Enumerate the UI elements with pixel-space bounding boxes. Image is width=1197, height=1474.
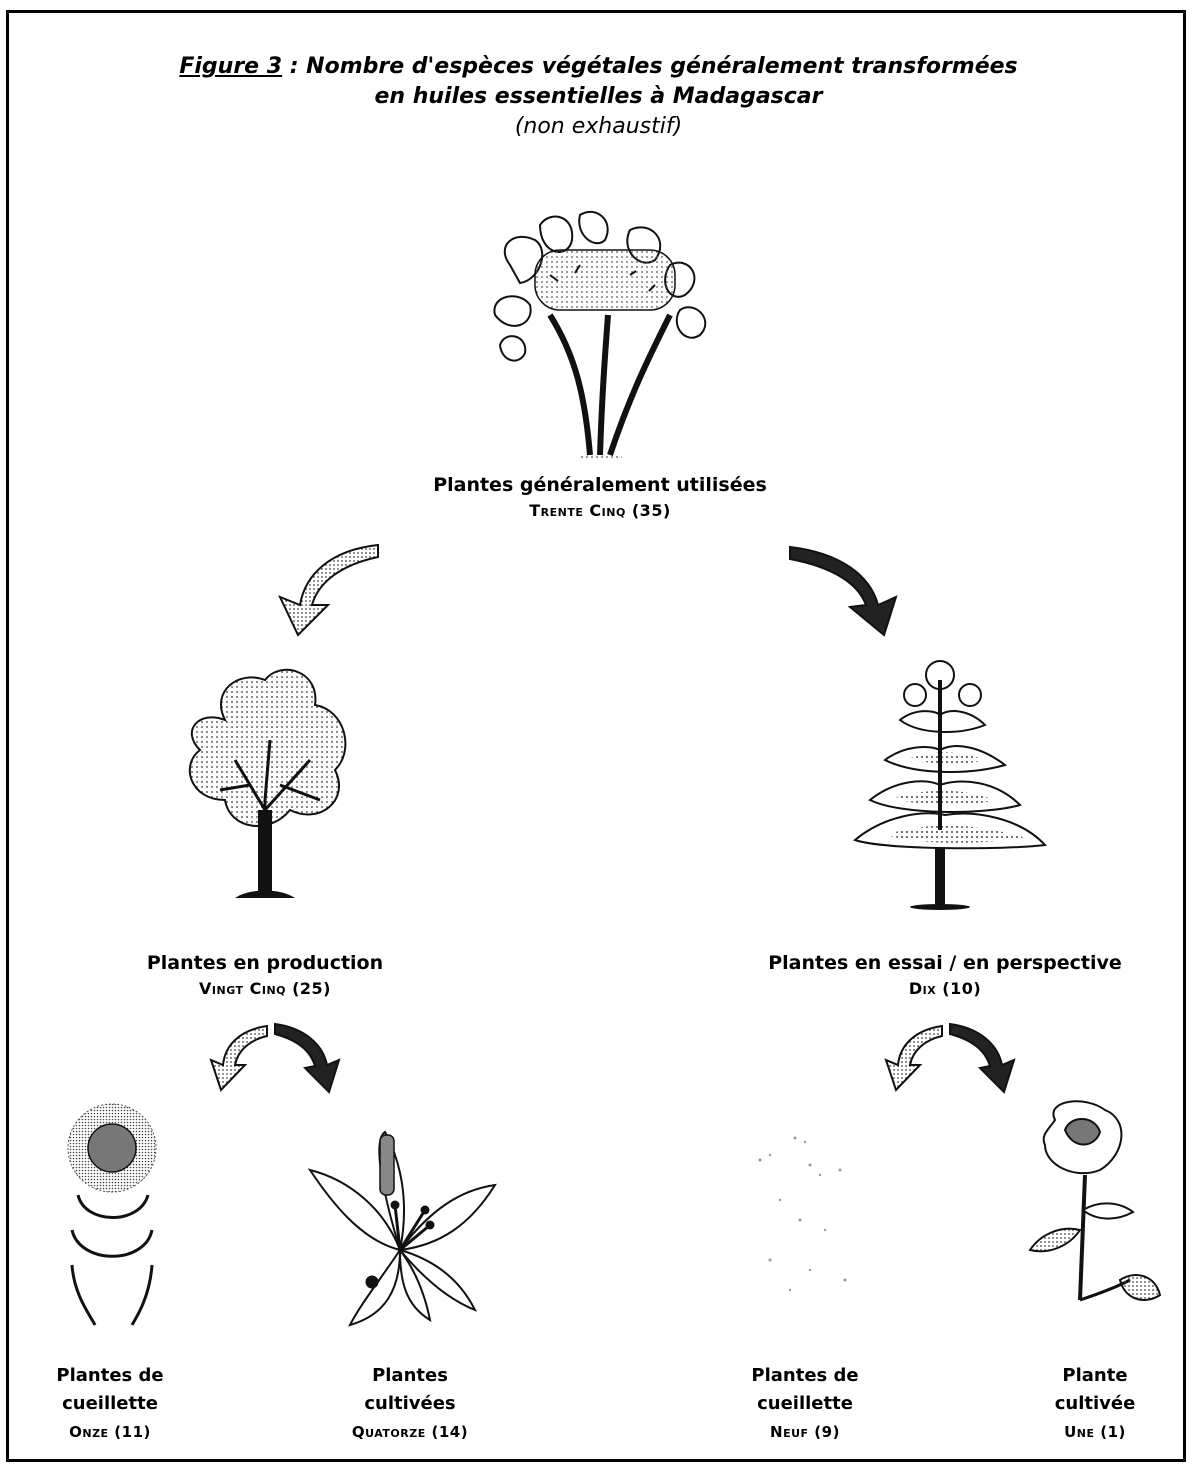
root-node-label: Plantes généralement utilisées Trente Ci… xyxy=(380,472,820,524)
title-line-1: Figure 3 : Nombre d'espèces végétales gé… xyxy=(179,54,1018,79)
leaf-count: Neuf (9) xyxy=(770,1423,840,1441)
leaf-line-1: Plantes xyxy=(372,1365,448,1386)
leaf-count: Onze (11) xyxy=(69,1423,151,1441)
trial-node-label: Plantes en essai / en perspective Dix (1… xyxy=(735,950,1155,1002)
trial-tree-illustration xyxy=(852,660,1048,910)
leaf-count: Une (1) xyxy=(1064,1423,1126,1441)
arrow-to-production xyxy=(278,543,379,637)
production-title: Plantes en production xyxy=(146,952,384,974)
leaf-line-2: cueillette xyxy=(757,1393,853,1414)
root-plant-illustration xyxy=(493,210,707,461)
arrows-root xyxy=(278,543,898,637)
leaf-label-wild-production: Plantes de cueillette Onze (11) xyxy=(30,1362,190,1446)
lily-illustration xyxy=(307,1130,497,1327)
arrow-to-trial xyxy=(789,545,898,637)
production-count: Vingt Cinq (25) xyxy=(199,979,331,998)
figure-frame xyxy=(6,10,1186,1462)
trial-count: Dix (10) xyxy=(908,979,982,998)
root-title: Plantes généralement utilisées xyxy=(433,474,767,496)
leaf-line-1: Plantes de xyxy=(751,1365,859,1386)
leaf-label-wild-trial: Plantes de cueillette Neuf (9) xyxy=(715,1362,895,1446)
title-line-3: (non exhaustif) xyxy=(514,114,683,139)
title-line-2: en huiles essentielles à Madagascar xyxy=(374,84,823,109)
production-node-label: Plantes en production Vingt Cinq (25) xyxy=(90,950,440,1002)
figure-reference: Figure 3 xyxy=(179,54,283,79)
figure-title: Figure 3 : Nombre d'espèces végétales gé… xyxy=(0,52,1197,142)
leaf-line-1: Plante xyxy=(1062,1365,1128,1386)
production-tree-illustration xyxy=(188,668,347,898)
trial-title: Plantes en essai / en perspective xyxy=(768,952,1122,974)
arrows-trial xyxy=(884,1022,1016,1094)
root-count: Trente Cinq (35) xyxy=(529,501,671,520)
leaf-count: Quatorze (14) xyxy=(351,1423,469,1441)
leaf-line-2: cueillette xyxy=(62,1393,158,1414)
leaf-label-cultivated-trial: Plante cultivée Une (1) xyxy=(1020,1362,1170,1446)
faded-plant-illustration xyxy=(758,1136,847,1292)
leaf-label-cultivated-production: Plantes cultivées Quatorze (14) xyxy=(310,1362,510,1446)
leaf-line-1: Plantes de xyxy=(56,1365,164,1386)
flower-wild-illustration xyxy=(67,1103,157,1326)
leaf-line-2: cultivée xyxy=(1054,1393,1136,1414)
arrows-production xyxy=(209,1022,341,1094)
leaf-line-2: cultivées xyxy=(364,1393,456,1414)
rose-illustration xyxy=(1028,1100,1162,1302)
